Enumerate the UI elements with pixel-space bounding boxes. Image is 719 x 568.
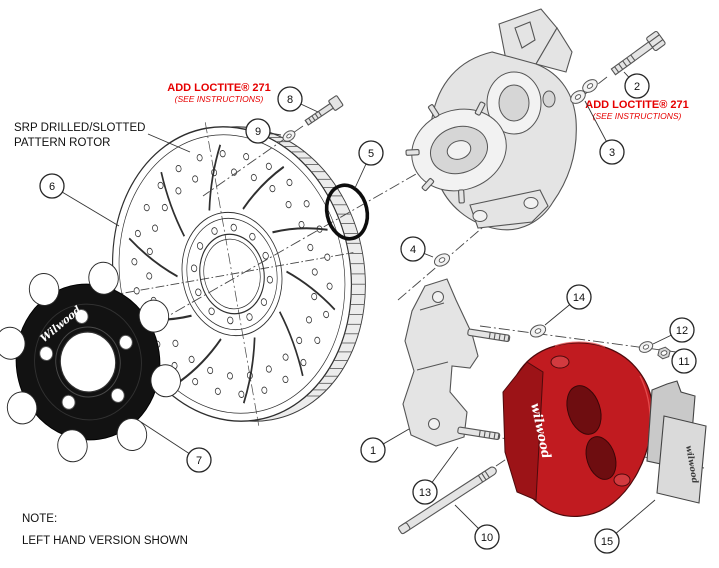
washer-14 [529, 324, 547, 338]
brake-pads: wilwood [646, 380, 707, 504]
note-line2: LEFT HAND VERSION SHOWN [22, 535, 188, 547]
spindle-knuckle [405, 8, 577, 231]
hex-bolt-8 [304, 95, 344, 126]
assembly-axis [479, 325, 677, 353]
rotor-label-line2: PATTERN ROTOR [14, 137, 110, 149]
callout-7: 7 [140, 421, 212, 473]
nut-11 [657, 346, 671, 360]
washer-4 [433, 253, 451, 267]
callout-10: 10 [454, 504, 500, 550]
callout-15: 15 [594, 499, 656, 554]
callout-3: 3 [584, 100, 625, 165]
svg-text:15: 15 [601, 536, 613, 548]
svg-text:1: 1 [370, 445, 376, 457]
washer-12 [638, 341, 654, 353]
loctite-note-right-line1: ADD LOCTITE® 271 [585, 99, 688, 111]
svg-text:12: 12 [676, 325, 688, 337]
callout-6: 6 [39, 173, 120, 227]
svg-text:6: 6 [49, 181, 55, 193]
labels: SRP DRILLED/SLOTTED PATTERN ROTOR ADD LO… [14, 82, 689, 547]
caliper-bracket [402, 278, 511, 447]
washer-3b [570, 90, 586, 104]
loctite-note-right-line2: (SEE INSTRUCTIONS) [593, 111, 682, 121]
hardware [282, 30, 671, 535]
note-line1: NOTE: [22, 513, 57, 525]
washer-3a [582, 79, 598, 93]
brake-rotor [110, 122, 354, 426]
callouts: 1 2 3 4 5 6 7 [39, 71, 697, 554]
callout-11: 11 [671, 348, 697, 374]
svg-text:14: 14 [573, 292, 585, 304]
bridge-pin-10 [398, 466, 497, 535]
o-ring-5 [324, 183, 370, 241]
svg-text:9: 9 [255, 126, 261, 138]
svg-text:13: 13 [419, 487, 431, 499]
washer-9 [282, 130, 296, 142]
callout-9: 9 [245, 118, 282, 144]
callout-4: 4 [400, 236, 434, 262]
svg-text:4: 4 [410, 244, 416, 256]
svg-text:8: 8 [287, 94, 293, 106]
callout-12: 12 [652, 317, 695, 345]
callout-5: 5 [354, 140, 384, 189]
callout-2: 2 [623, 71, 650, 99]
rotor-hat: Wilwood [0, 261, 181, 463]
hub-flange [405, 101, 507, 204]
svg-text:5: 5 [368, 148, 374, 160]
mount-stud-lower [457, 426, 501, 440]
rotor-label-line1: SRP DRILLED/SLOTTED [14, 122, 145, 134]
svg-text:11: 11 [678, 356, 689, 368]
svg-text:7: 7 [196, 455, 202, 467]
svg-text:2: 2 [634, 81, 640, 93]
rotor-edge-hatch [260, 133, 366, 397]
loctite-note-left-line1: ADD LOCTITE® 271 [167, 82, 270, 94]
svg-text:3: 3 [609, 147, 615, 159]
callout-13: 13 [412, 446, 459, 505]
callout-1: 1 [360, 428, 410, 463]
callout-8: 8 [277, 86, 319, 113]
svg-text:10: 10 [481, 532, 493, 544]
loctite-note-left-line2: (SEE INSTRUCTIONS) [175, 94, 264, 104]
callout-14: 14 [544, 284, 592, 326]
hex-bolt-2 [610, 30, 666, 76]
rotor-label-leader [147, 133, 191, 153]
mount-stud-upper [467, 328, 511, 342]
brake-caliper: wilwood [502, 341, 654, 517]
